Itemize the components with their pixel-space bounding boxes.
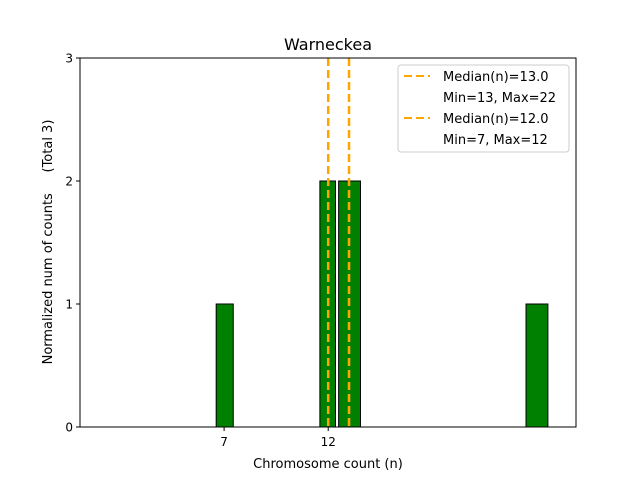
y-tick-label: 3 [65, 52, 73, 66]
y-tick-label: 0 [65, 421, 73, 435]
legend-sublabel-2: Min=7, Max=12 [443, 133, 548, 148]
legend: Median(n)=13.0 Min=13, Max=22 Median(n)=… [397, 64, 570, 153]
x-axis-label: Chromosome count (n) [253, 457, 403, 472]
y-tick-label: 1 [65, 298, 73, 312]
legend-label-1: Median(n)=13.0 [443, 70, 549, 85]
bar-3 [525, 303, 549, 428]
x-tick-label: 7 [220, 435, 228, 449]
y-tick-label: 2 [65, 175, 73, 189]
chart-title: Warneckea [284, 35, 372, 54]
legend-sublabel-1: Min=13, Max=22 [443, 91, 556, 106]
legend-label-2: Median(n)=12.0 [443, 112, 549, 127]
x-tick-label: 12 [321, 435, 336, 449]
legend-box [397, 64, 570, 153]
y-axis-label: Normalized num of counts (Total 3) [41, 120, 56, 365]
bar-0 [215, 303, 234, 428]
